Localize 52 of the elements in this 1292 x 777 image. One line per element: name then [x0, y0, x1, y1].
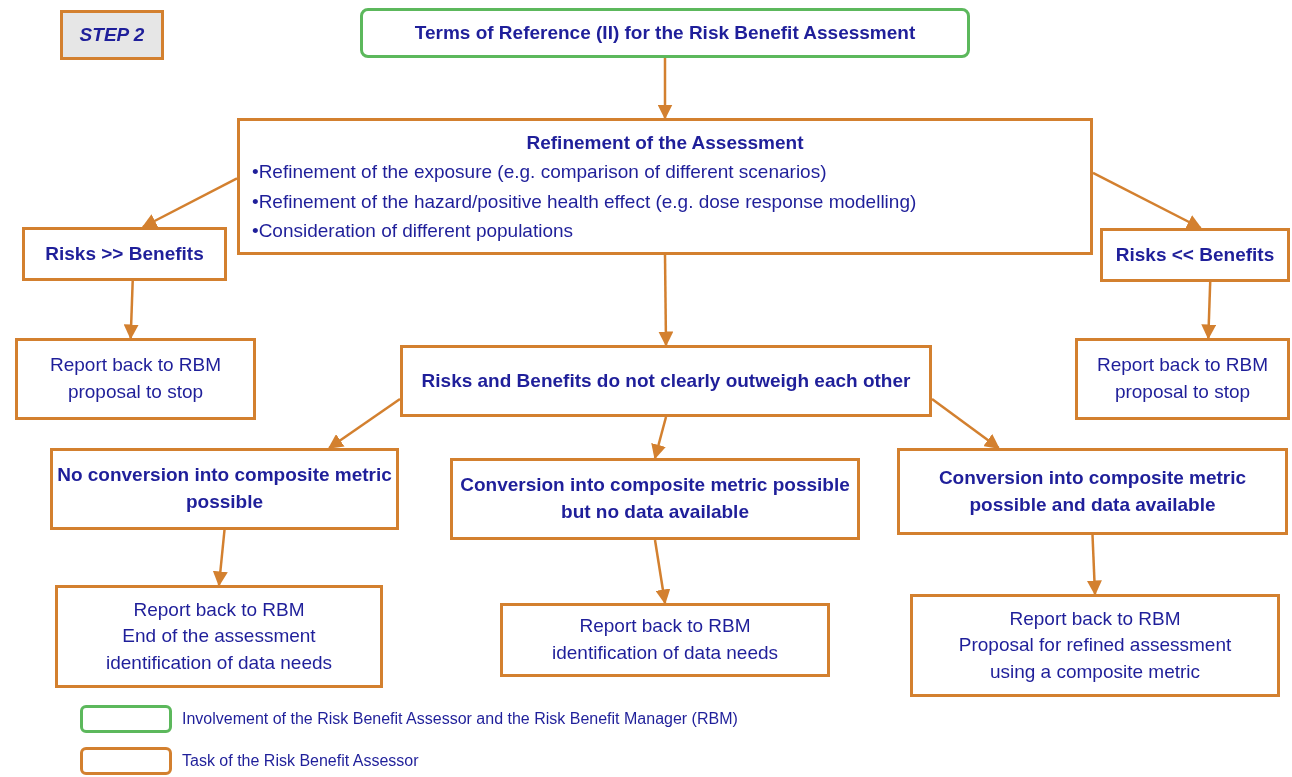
- flow-box: [400, 345, 932, 417]
- arrow: [931, 398, 1000, 449]
- box-text: using a composite metric: [989, 659, 1201, 684]
- box-text: Risks >> Benefits: [45, 241, 204, 266]
- arrow: [658, 255, 674, 347]
- arrow: [1201, 281, 1217, 340]
- arrow: [212, 529, 228, 587]
- box-text: •Consideration of different populations: [251, 218, 574, 243]
- flow-box: [1100, 228, 1290, 282]
- box-text: Conversion into composite metric possible and data available: [937, 465, 1248, 517]
- box-text: Risks and Benefits do not clearly outweigh each other: [421, 368, 911, 393]
- arrow: [657, 58, 673, 120]
- box-text: STEP 2: [79, 22, 145, 47]
- box-text: Terms of Reference (II) for the Risk Benefit Assessment: [414, 20, 916, 45]
- process-box: [237, 118, 1093, 255]
- box-text: Report back to RBM: [133, 597, 305, 622]
- box-text: •Refinement of the exposure (e.g. comparison of different scenarios): [251, 160, 827, 185]
- box-text: Report back to RBM: [49, 353, 222, 378]
- box-text: •Refinement of the hazard/positive health effect (e.g. dose response modelling): [251, 189, 917, 214]
- flow-box: [500, 603, 830, 677]
- box-text: proposal to stop: [67, 380, 204, 404]
- arrow: [141, 177, 238, 229]
- flow-box: [450, 458, 860, 540]
- box-heading: Refinement of the Assessment: [526, 130, 804, 155]
- legend-text: Involvement of the Risk Benefit Assessor and the Risk Benefit Manager (RBM): [182, 710, 738, 728]
- box-text: No conversion into composite metric possible: [56, 463, 393, 514]
- legend-text: Task of the Risk Benefit Assessor: [182, 752, 419, 770]
- box-text: Report back to RBM: [579, 614, 751, 639]
- box-text: Risks << Benefits: [1115, 242, 1275, 267]
- box-text: Report back to RBM: [1096, 353, 1269, 378]
- box-text: Conversion into composite metric possible but no data available: [459, 473, 851, 524]
- box-text: identification of data needs: [551, 641, 779, 665]
- arrow: [1086, 534, 1102, 596]
- step-box: [60, 10, 164, 60]
- flow-box: [1075, 338, 1290, 420]
- flow-box: [910, 594, 1280, 697]
- flow-box: [22, 227, 227, 281]
- flow-box: [15, 338, 256, 420]
- arrow: [651, 416, 668, 460]
- arrow: [1092, 171, 1203, 230]
- flow-box: [897, 448, 1288, 535]
- arrow: [653, 539, 671, 605]
- box-text: Proposal for refined assessment: [958, 633, 1232, 658]
- box-text: identification of data needs: [105, 650, 333, 675]
- box-text: End of the assessment: [122, 624, 316, 649]
- arrow: [327, 397, 401, 450]
- flow-box: [55, 585, 383, 688]
- box-text: proposal to stop: [1114, 380, 1251, 404]
- flow-box: [50, 448, 399, 530]
- arrow: [123, 280, 139, 340]
- box-text: Report back to RBM: [1009, 606, 1181, 631]
- flow-box: [360, 8, 970, 58]
